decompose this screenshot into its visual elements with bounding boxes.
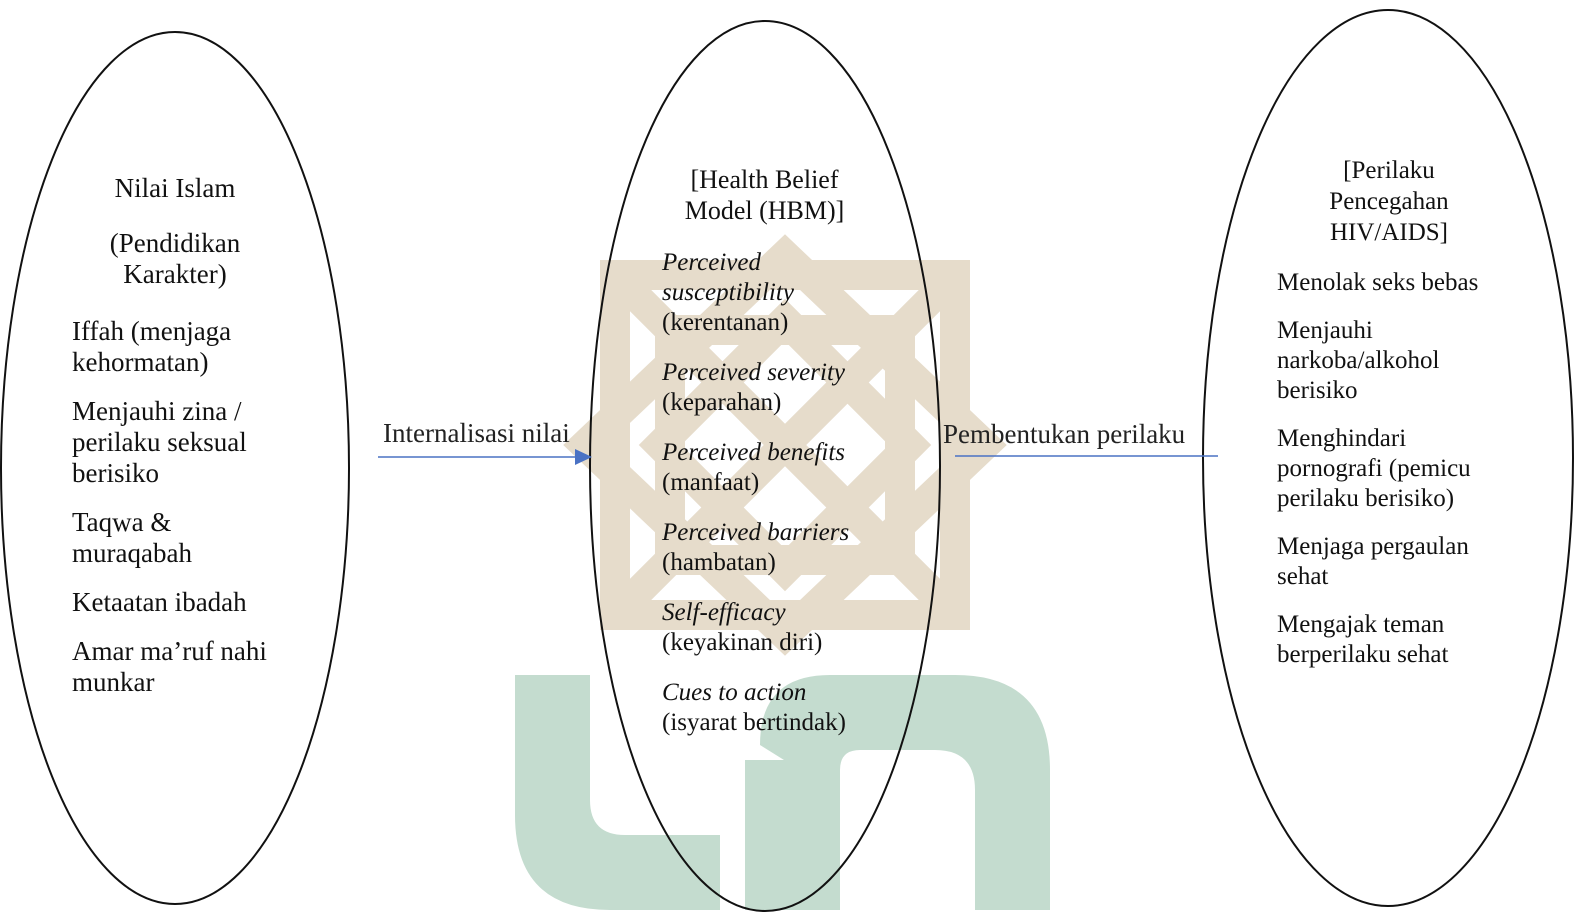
right-list: Menolak seks bebas Menjauhi narkoba/alko… <box>1277 268 1502 688</box>
hbm-term: Perceived susceptibility <box>662 249 794 306</box>
hbm-term: Perceived barriers <box>662 519 850 546</box>
left-item: Menjauhi zina / perilaku seksual berisik… <box>72 396 247 488</box>
hbm-item: Perceived susceptibility (kerentanan) <box>662 248 877 338</box>
right-ellipse <box>1202 9 1574 907</box>
watermark-knot <box>563 234 1007 656</box>
arrow-right-label: Pembentukan perilaku <box>943 419 1186 449</box>
left-item: Taqwa & muraqabah <box>72 507 192 568</box>
hbm-gloss: (manfaat) <box>662 469 760 496</box>
left-item: Amar ma’ruf nahi munkar <box>72 636 267 697</box>
left-ellipse <box>0 31 350 905</box>
hbm-item: Perceived severity (keparahan) <box>662 358 877 418</box>
hbm-gloss: (keparahan) <box>662 389 782 416</box>
right-title: [Perilaku Pencegahan HIV/AIDS] <box>1329 157 1449 246</box>
hbm-gloss: (hambatan) <box>662 549 776 576</box>
left-list: Iffah (menjaga kehormatan) Menjauhi zina… <box>72 316 282 716</box>
hbm-term: Self-efficacy <box>662 599 786 626</box>
middle-list: Perceived susceptibility (kerentanan) Per… <box>662 248 877 758</box>
hbm-gloss: (isyarat bertindak) <box>662 709 846 736</box>
hbm-item: Perceived barriers (hambatan) <box>662 518 877 578</box>
left-item: Ketaatan ibadah <box>72 587 247 617</box>
right-item: Mengajak teman berperilaku sehat <box>1277 611 1449 668</box>
left-title: Nilai Islam <box>114 173 236 203</box>
hbm-term: Perceived benefits <box>662 439 846 466</box>
left-subtitle: (Pendidikan Karakter) <box>109 228 241 289</box>
hbm-gloss: (kerentanan) <box>662 309 789 336</box>
hbm-gloss: (keyakinan diri) <box>662 629 823 656</box>
left-item: Iffah (menjaga kehormatan) <box>72 316 232 377</box>
hbm-item: Perceived benefits (manfaat) <box>662 438 877 498</box>
middle-title: [Health Belief Model (HBM)] <box>684 165 845 225</box>
right-item: Menghindari pornografi (pemicu perilaku … <box>1277 425 1471 512</box>
hbm-term: Perceived severity <box>662 359 845 386</box>
hbm-term: Cues to action <box>662 679 807 706</box>
arrow-left <box>378 449 592 465</box>
hbm-item: Cues to action (isyarat bertindak) <box>662 678 877 738</box>
watermark-letters <box>515 675 1050 910</box>
right-item: Menjaga pergaulan sehat <box>1277 533 1469 590</box>
right-item: Menjauhi narkoba/alkohol berisiko <box>1277 317 1440 404</box>
hbm-item: Self-efficacy (keyakinan diri) <box>662 598 877 658</box>
middle-ellipse <box>589 20 941 912</box>
right-item: Menolak seks bebas <box>1277 269 1479 296</box>
arrow-left-label: Internalisasi nilai <box>383 418 570 448</box>
